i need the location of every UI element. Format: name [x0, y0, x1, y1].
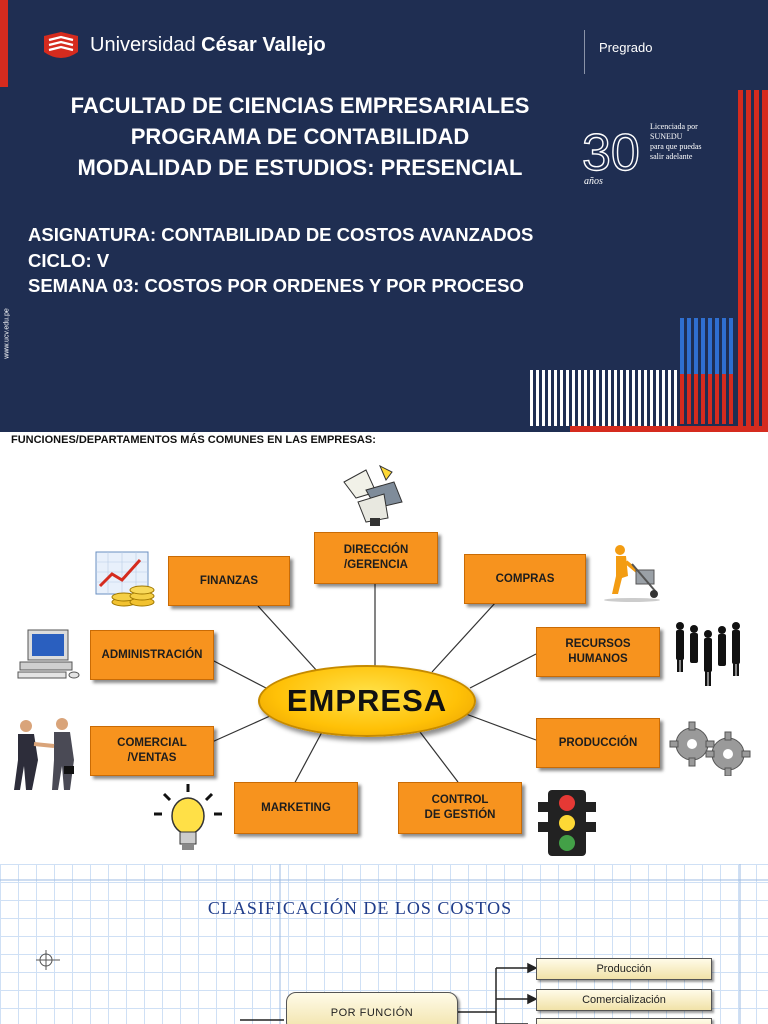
- dept-recursos-humanos: RECURSOS HUMANOS: [536, 627, 660, 677]
- gears-icon: [669, 721, 751, 776]
- hand-truck-worker-icon: [604, 545, 660, 602]
- pregrado-label: Pregrado: [599, 40, 653, 55]
- lightbulb-icon: [154, 784, 222, 850]
- dept-direccion: DIRECCIÓN /GERENCIA: [314, 532, 438, 584]
- root-por-funcion: POR FUNCIÓN: [286, 992, 458, 1024]
- dept-finanzas: FINANZAS: [168, 556, 290, 606]
- tree-connectors: [0, 864, 768, 1024]
- website-url: www.ucv.edu.pe: [3, 308, 11, 359]
- dept-comercial: COMERCIAL /VENTAS: [90, 726, 214, 776]
- slide-caption: FUNCIONES/DEPARTAMENTOS MÁS COMUNES EN L…: [11, 434, 376, 446]
- anniversary-word: años: [584, 176, 603, 187]
- people-silhouettes-icon: [676, 622, 740, 686]
- costs-classification-slide: CLASIFICACIÓN DE LOS COSTOS Producción C…: [0, 864, 768, 1024]
- center-empresa: EMPRESA: [258, 665, 476, 737]
- dept-produccion: PRODUCCIÓN: [536, 718, 660, 768]
- red-accent-bar: [0, 0, 8, 87]
- course-info: ASIGNATURA: CONTABILIDAD DE COSTOS AVANZ…: [28, 224, 534, 296]
- dept-marketing: MARKETING: [234, 782, 358, 834]
- branch-comercializacion: Comercialización: [536, 989, 712, 1011]
- connector-lines: [211, 582, 537, 789]
- decorative-stripes: [530, 90, 768, 432]
- ucv-logo-icon: [44, 32, 78, 58]
- desktop-computer-icon: [17, 629, 80, 679]
- slide-title: CLASIFICACIÓN DE LOS COSTOS: [207, 898, 513, 918]
- dept-control-gestion: CONTROL DE GESTIÓN: [398, 782, 522, 834]
- departments-slide: FUNCIONES/DEPARTAMENTOS MÁS COMUNES EN L…: [0, 432, 768, 864]
- university-name: Universidad César Vallejo: [90, 34, 326, 56]
- header-divider: [584, 30, 585, 74]
- title-slide: Universidad César Vallejo Pregrado FACUL…: [0, 0, 768, 432]
- dept-compras: COMPRAS: [464, 554, 586, 604]
- anniversary-30-badge: 30 años: [582, 123, 641, 187]
- license-text: Licenciada por SUNEDU para que puedas sa…: [650, 122, 702, 161]
- handshake-businessmen-icon: [14, 718, 74, 790]
- traffic-light-icon: [538, 790, 596, 856]
- dept-administracion: ADMINISTRACIÓN: [90, 630, 214, 680]
- anniversary-number: 30: [582, 124, 640, 182]
- faculty-heading: FACULTAD DE CIENCIAS EMPRESARIALES PROGR…: [70, 93, 530, 180]
- branch-produccion: Producción: [536, 958, 712, 980]
- branch-third-partial: [536, 1018, 712, 1024]
- paper-plane-stack-icon: [343, 464, 403, 526]
- finance-chart-coins-icon: [95, 551, 155, 607]
